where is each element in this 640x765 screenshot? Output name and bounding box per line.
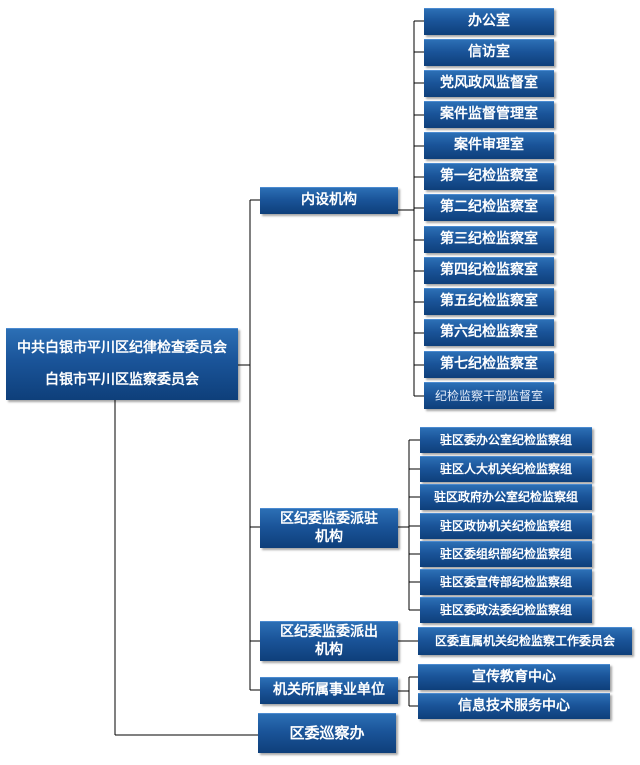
root-title-line2: 白银市平川区监察委员会 [45,371,199,388]
dispatched-item: 驻区人大机关纪检监察组 [420,456,592,482]
internal-item: 第六纪检监察室 [424,319,554,346]
dispatched-item: 驻区委政法委纪检监察组 [420,597,592,623]
affiliated-units-node: 机关所属事业单位 [260,677,398,704]
inspection-office-label: 区委巡察办 [289,724,365,743]
internal-item: 纪检监察干部监督室 [424,382,554,409]
internal-item: 第一纪检监察室 [424,163,554,190]
affiliated-item: 信息技术服务中心 [418,693,610,719]
root-title-line1: 中共白银市平川区纪律检查委员会 [17,340,227,356]
internal-item: 案件审理室 [424,132,554,159]
inspection-office-node: 区委巡察办 [258,713,396,753]
internal-item: 第五纪检监察室 [424,288,554,315]
dispatched-item: 驻区政协机关纪检监察组 [420,513,592,539]
dispatched-institutions-node: 区纪委监委派驻 机构 [260,508,398,548]
internal-item: 第二纪检监察室 [424,194,554,221]
outposted-label-line1: 区纪委监委派出 [280,624,378,640]
internal-institutions-label: 内设机构 [301,192,357,209]
internal-item: 案件监督管理室 [424,101,554,128]
dispatched-label-line2: 机构 [315,528,343,545]
outposted-label-line2: 机构 [315,641,343,658]
internal-item: 党风政风监督室 [424,70,554,97]
dispatched-item: 驻区政府办公室纪检监察组 [420,484,592,510]
dispatched-item: 驻区委办公室纪检监察组 [420,427,592,453]
internal-item: 第四纪检监察室 [424,257,554,284]
internal-item: 办公室 [424,8,554,35]
outposted-item: 区委直属机关纪检监察工作委员会 [418,627,632,655]
outposted-institutions-node: 区纪委监委派出 机构 [260,621,398,661]
internal-item: 信访室 [424,39,554,66]
affiliated-item: 宣传教育中心 [418,664,610,690]
root-node: 中共白银市平川区纪律检查委员会 白银市平川区监察委员会 [6,328,238,400]
dispatched-label-line1: 区纪委监委派驻 [280,511,378,527]
internal-institutions-node: 内设机构 [260,187,398,214]
dispatched-item: 驻区委宣传部纪检监察组 [420,569,592,595]
affiliated-units-label: 机关所属事业单位 [273,682,385,699]
dispatched-item: 驻区委组织部纪检监察组 [420,541,592,567]
internal-item: 第三纪检监察室 [424,226,554,253]
internal-item: 第七纪检监察室 [424,351,554,378]
